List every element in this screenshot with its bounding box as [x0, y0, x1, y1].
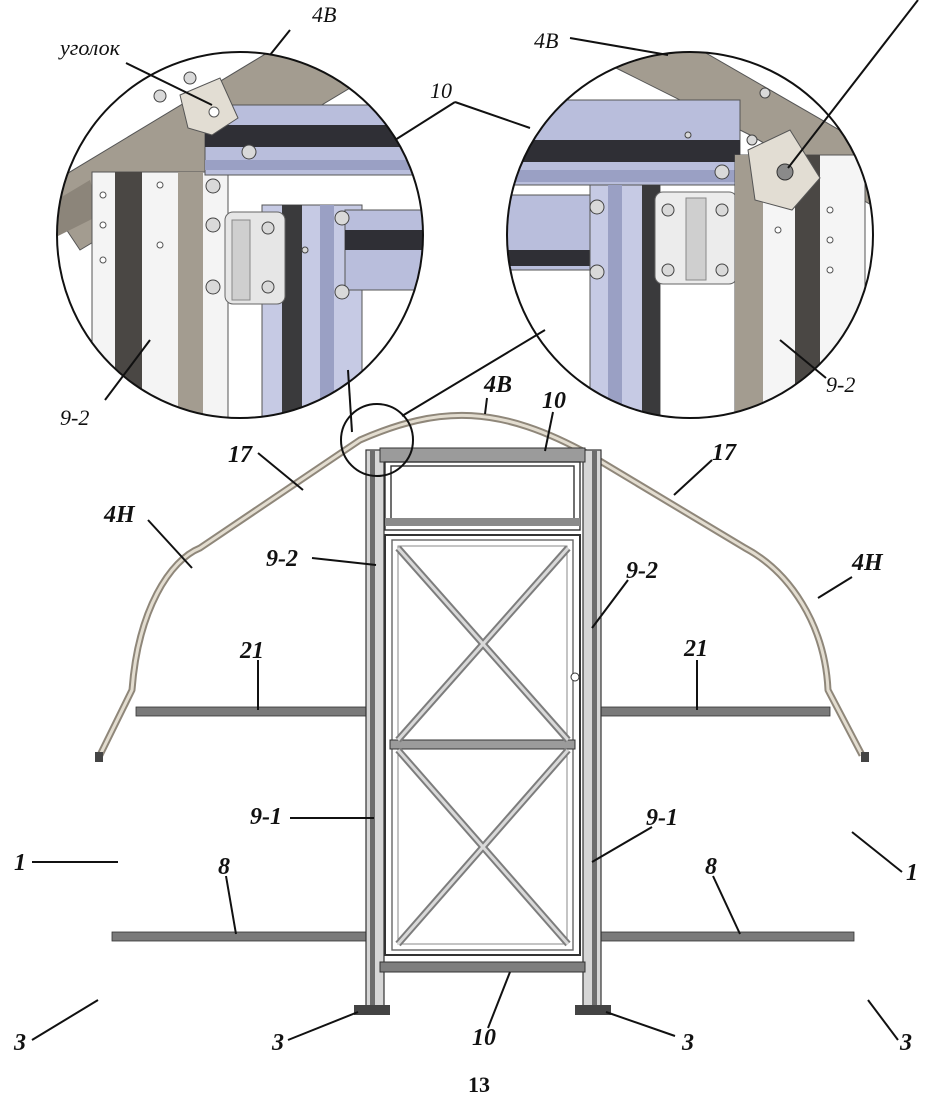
detail-connector-right	[401, 329, 546, 417]
label-left-17: 17	[228, 442, 253, 468]
leader-lines	[31, 0, 919, 1041]
label-right-17: 17	[712, 440, 737, 466]
label-far-left-3: 3	[13, 1030, 26, 1056]
label-left-1: 1	[14, 850, 26, 876]
right-detail-callout	[506, 51, 874, 419]
detail-marker-circle	[340, 403, 414, 477]
label-inner-right-3: 3	[681, 1030, 694, 1056]
left-detail-callout	[56, 51, 424, 419]
label-right-9-1: 9-1	[646, 805, 678, 831]
label-far-right-3: 3	[899, 1030, 912, 1056]
label-top-partial-4b: 4B	[312, 2, 336, 27]
label-callout-right-9-2: 9-2	[826, 372, 855, 397]
labels: 4B уголок 10 9-2 4B 9-2 4B 10 17 17 4H 4…	[13, 2, 918, 1097]
label-left-4h: 4H	[103, 502, 136, 528]
label-left-21: 21	[239, 638, 264, 664]
page-number: 13	[468, 1072, 490, 1097]
label-right-4h: 4H	[851, 550, 884, 576]
label-callout-10: 10	[430, 78, 452, 103]
label-callout-right-4b: 4B	[534, 28, 558, 53]
label-top-10: 10	[542, 388, 566, 414]
label-arch-top-4b: 4B	[483, 372, 512, 398]
label-inner-left-3: 3	[271, 1030, 284, 1056]
label-right-21: 21	[683, 636, 708, 662]
detail-connector-left	[347, 369, 353, 433]
label-callout-left-9-2: 9-2	[60, 405, 89, 430]
label-bottom-10: 10	[472, 1025, 496, 1051]
label-ugolok: уголок	[58, 35, 121, 60]
label-left-9-2: 9-2	[266, 546, 298, 572]
label-right-1: 1	[906, 860, 918, 886]
label-left-8: 8	[218, 854, 230, 880]
label-right-8: 8	[705, 854, 717, 880]
label-right-9-2: 9-2	[626, 558, 658, 584]
end-wall-frame	[95, 411, 869, 1015]
label-left-9-1: 9-1	[250, 804, 282, 830]
